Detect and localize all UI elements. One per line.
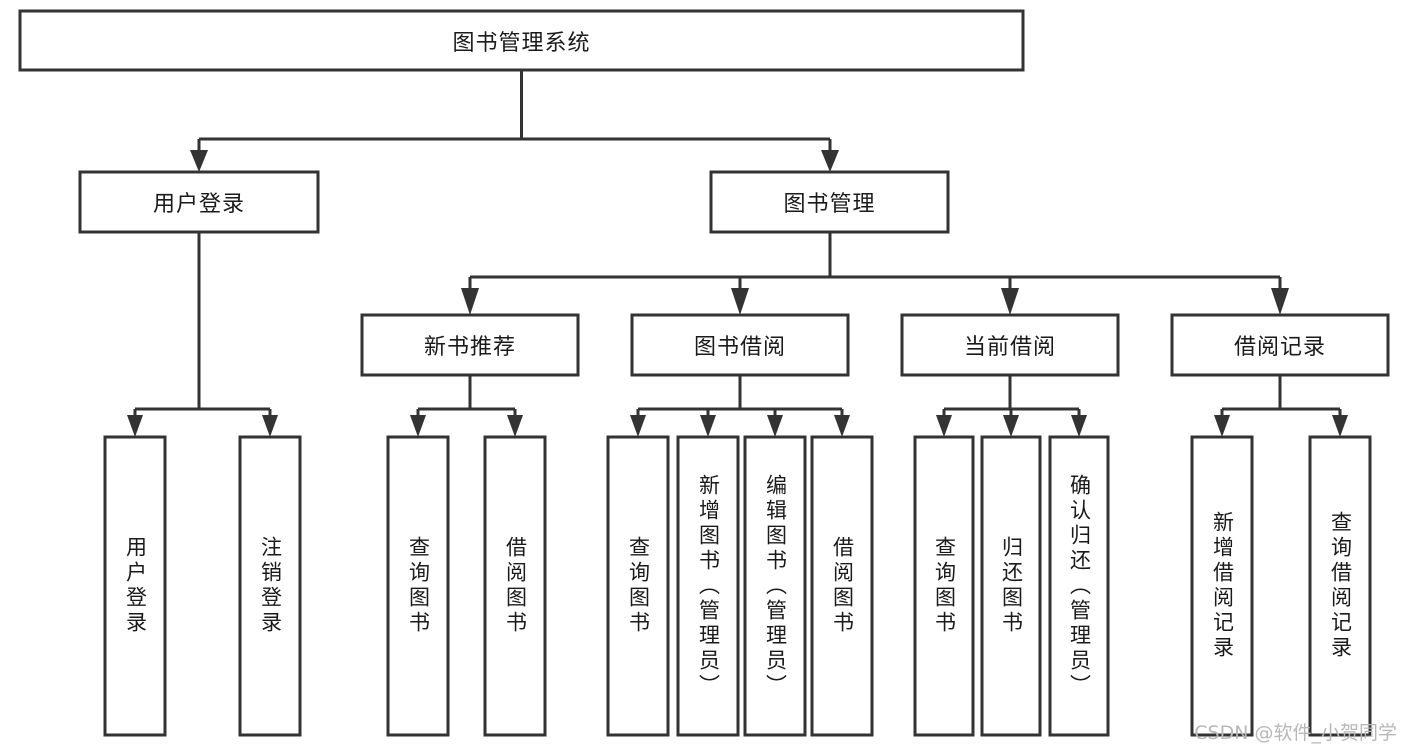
node-box-book-manage[interactable] — [709, 170, 950, 234]
node-box-leaf-add-book[interactable] — [676, 435, 740, 737]
connector-layer — [127, 70, 1348, 437]
node-box-leaf-borrow-book-2[interactable] — [810, 435, 874, 737]
arrow-head-borrow-record — [1271, 288, 1289, 315]
node-box-current-borrow[interactable] — [900, 313, 1120, 377]
arrow-head-return-book — [1003, 415, 1019, 437]
arrow-head-query-book-3 — [936, 415, 952, 437]
arrow-head-new-book-recommend — [461, 288, 479, 315]
arrow-head-confirm-return — [1071, 415, 1087, 437]
node-box-leaf-edit-book[interactable] — [743, 435, 807, 737]
node-box-leaf-query-book-3[interactable] — [913, 435, 975, 737]
node-box-leaf-return-book[interactable] — [980, 435, 1042, 737]
node-box-leaf-confirm-return[interactable] — [1048, 435, 1110, 737]
arrow-head-book-borrow — [731, 288, 749, 315]
node-box-leaf-query-book-2[interactable] — [606, 435, 670, 737]
arrow-head-add-book — [700, 415, 716, 437]
arrow-head-add-record — [1214, 415, 1230, 437]
arrow-head-borrow-book-1 — [507, 415, 523, 437]
node-box-root[interactable] — [18, 9, 1025, 72]
arrow-head-current-borrow — [1001, 288, 1019, 315]
arrow-head-book-manage — [821, 150, 839, 172]
arrow-head-leaf-logout — [262, 415, 278, 437]
node-box-new-book-recommend[interactable] — [360, 313, 580, 377]
node-box-layer — [18, 9, 1390, 737]
node-box-user-login[interactable] — [78, 170, 320, 234]
node-box-leaf-add-record[interactable] — [1190, 435, 1254, 737]
arrow-head-query-record — [1332, 415, 1348, 437]
arrow-head-leaf-user-login — [127, 415, 143, 437]
arrow-head-edit-book — [767, 415, 783, 437]
node-box-book-borrow[interactable] — [630, 313, 850, 377]
node-box-leaf-query-record[interactable] — [1308, 435, 1372, 737]
arrow-head-query-book-2 — [630, 415, 646, 437]
node-box-leaf-query-book-1[interactable] — [386, 435, 450, 737]
arrow-head-query-book-1 — [410, 415, 426, 437]
node-box-borrow-record[interactable] — [1170, 313, 1390, 377]
node-box-leaf-user-login[interactable] — [103, 435, 167, 737]
node-box-leaf-logout[interactable] — [238, 435, 302, 737]
arrow-head-user-login — [190, 150, 208, 172]
arrow-head-borrow-book-2 — [834, 415, 850, 437]
node-box-leaf-borrow-book-1[interactable] — [483, 435, 547, 737]
